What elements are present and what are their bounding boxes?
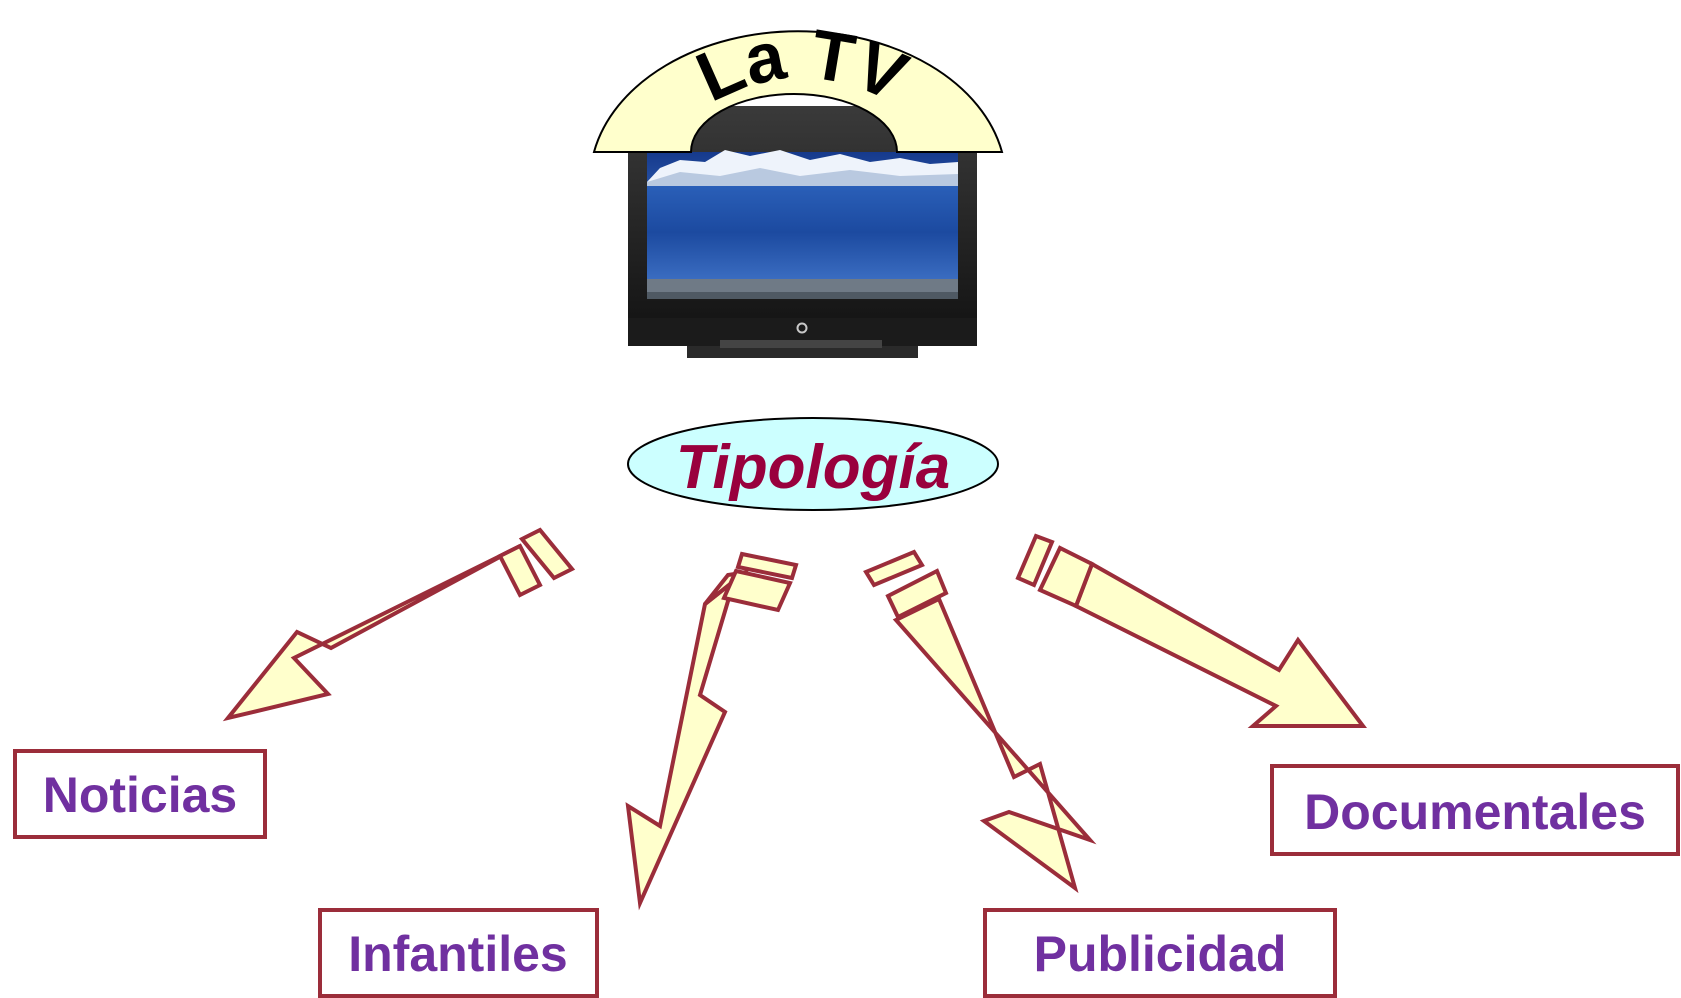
arrow-to-publicidad <box>863 549 1097 894</box>
category-noticias-label: Noticias <box>43 767 238 823</box>
arrow-to-noticias <box>222 527 576 722</box>
category-documentales: Documentales <box>1270 764 1680 856</box>
category-noticias: Noticias <box>13 749 267 839</box>
category-documentales-label: Documentales <box>1304 784 1646 840</box>
title-text: La TV <box>685 15 918 117</box>
typology-node: Tipología <box>627 417 999 511</box>
typology-label: Tipología <box>676 433 950 502</box>
arrow-to-infantiles <box>625 551 799 911</box>
category-infantiles: Infantiles <box>318 908 599 998</box>
arrow-to-documentales <box>1015 533 1368 728</box>
category-publicidad-label: Publicidad <box>1034 926 1287 982</box>
category-publicidad: Publicidad <box>983 908 1337 998</box>
category-infantiles-label: Infantiles <box>348 926 567 982</box>
television-icon <box>628 106 977 358</box>
title-arch <box>592 30 1004 153</box>
